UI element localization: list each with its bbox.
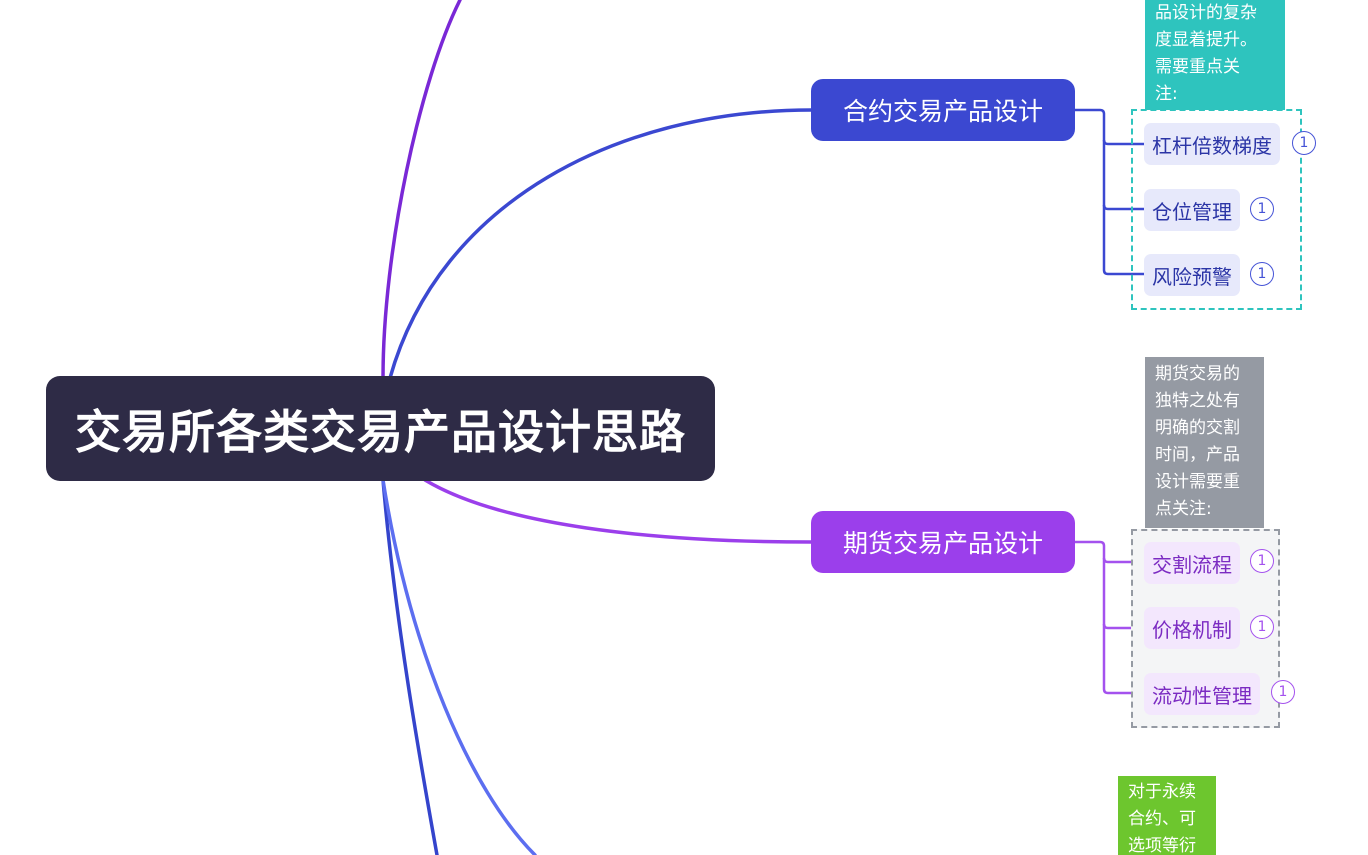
- futures-branch-topic[interactable]: 期货交易产品设计: [811, 511, 1075, 573]
- root-topic-label: 交易所各类交易产品设计思路: [75, 404, 686, 459]
- edge-futures-leaf-1: [1075, 540, 1145, 564]
- contract-branch-label: 合约交易产品设计: [842, 97, 1043, 126]
- contract-note: 品设计的复杂 度显着提升。 需要重点关 注:: [1145, 0, 1285, 110]
- perpetual-note: 对于永续 合约、可 选项等衍: [1118, 776, 1216, 855]
- futures-branch-label: 期货交易产品设计: [842, 529, 1043, 558]
- leaf-count-badge[interactable]: 1: [1250, 615, 1274, 639]
- contract-summary-frame: [1131, 109, 1302, 310]
- edge-contract-leaf-3: [1102, 205, 1145, 276]
- root-topic[interactable]: 交易所各类交易产品设计思路: [46, 376, 715, 481]
- contract-leaf-position[interactable]: 仓位管理: [1144, 189, 1240, 231]
- edge-futures-leaf-3: [1102, 624, 1145, 695]
- contract-leaf-leverage[interactable]: 杠杆倍数梯度: [1144, 123, 1280, 165]
- futures-leaf-liquidity[interactable]: 流动性管理: [1144, 673, 1260, 715]
- edge-offscreen-top: [381, 0, 462, 380]
- edge-root-contract: [388, 108, 813, 380]
- leaf-label: 价格机制: [1152, 617, 1232, 642]
- leaf-label: 流动性管理: [1152, 683, 1252, 708]
- leaf-count-badge[interactable]: 1: [1250, 262, 1274, 286]
- edge-root-futures: [423, 478, 813, 544]
- leaf-count-badge[interactable]: 1: [1250, 197, 1274, 221]
- leaf-label: 杠杆倍数梯度: [1152, 133, 1272, 158]
- futures-leaf-pricing[interactable]: 价格机制: [1144, 607, 1240, 649]
- contract-leaf-risk-alert[interactable]: 风险预警: [1144, 254, 1240, 296]
- leaf-label: 交割流程: [1152, 552, 1232, 577]
- edge-offscreen-bottom-2: [381, 478, 537, 855]
- leaf-label: 风险预警: [1152, 264, 1232, 289]
- leaf-count-badge[interactable]: 1: [1250, 549, 1274, 573]
- edge-contract-leaf-1: [1075, 108, 1145, 146]
- contract-branch-topic[interactable]: 合约交易产品设计: [811, 79, 1075, 141]
- leaf-count-badge[interactable]: 1: [1271, 680, 1295, 704]
- futures-note: 期货交易的 独特之处有 明确的交割 时间，产品 设计需要重 点关注:: [1145, 357, 1264, 528]
- edge-offscreen-bottom-1: [381, 478, 439, 855]
- futures-leaf-delivery[interactable]: 交割流程: [1144, 542, 1240, 584]
- leaf-count-badge[interactable]: 1: [1292, 131, 1316, 155]
- leaf-label: 仓位管理: [1152, 199, 1232, 224]
